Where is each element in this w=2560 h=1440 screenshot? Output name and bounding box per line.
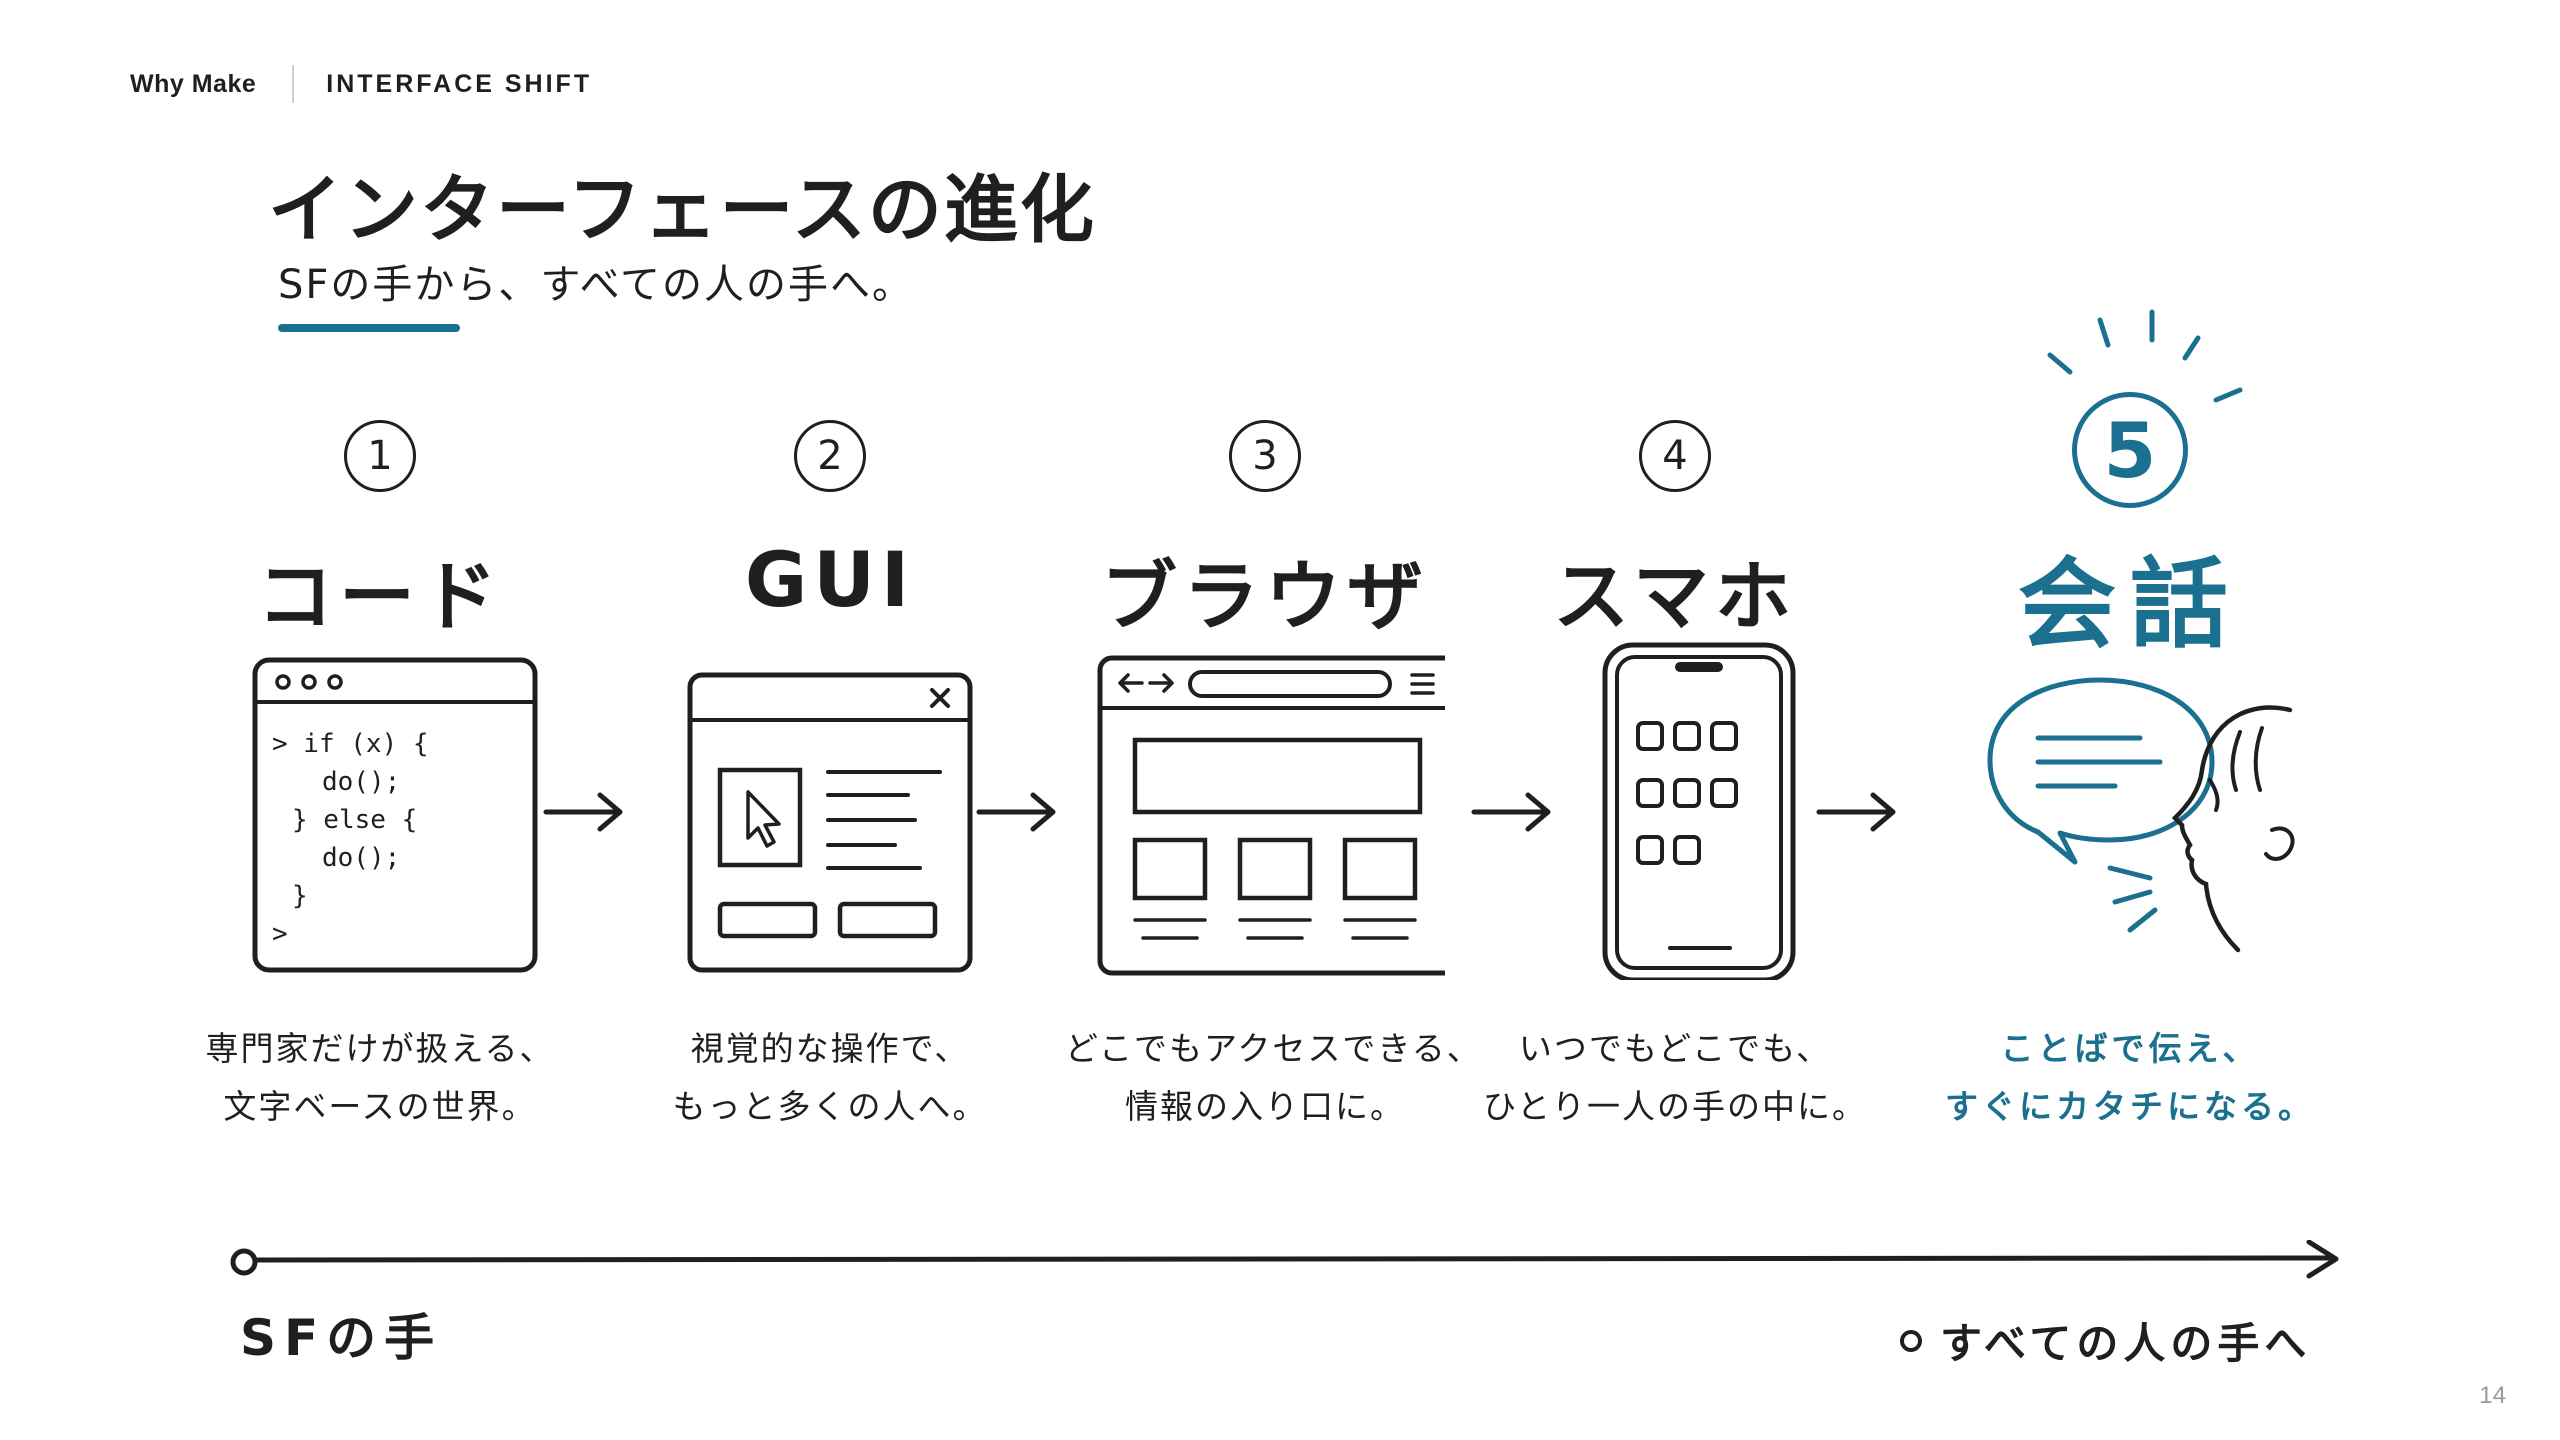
timeline-start-label: SFの手	[240, 1309, 443, 1367]
code-line: >	[272, 919, 288, 949]
desc-line: 視覚的な操作で、	[690, 1029, 970, 1068]
arrow-right-icon	[1816, 792, 1896, 832]
stage-label: GUI	[744, 535, 916, 624]
stage-number: 4	[1639, 420, 1711, 492]
stage-description: 視覚的な操作で、 もっと多くの人へ。	[630, 1020, 1030, 1136]
stage-number: 5	[2072, 392, 2188, 508]
code-line: do();	[322, 843, 400, 873]
sparkle-icon	[2047, 309, 2243, 403]
desc-line: すぐにカタチになる。	[1945, 1087, 2315, 1126]
stage-number: 3	[1229, 420, 1301, 492]
desc-line: どこでもアクセスできる、	[1065, 1029, 1482, 1068]
stage-number: 1	[344, 420, 416, 492]
stage-description: どこでもアクセスできる、 情報の入り口に。	[1065, 1020, 1482, 1136]
timeline-end-label: すべての人の手へ	[1940, 1319, 2312, 1368]
desc-line: 文字ベースの世界。	[223, 1087, 537, 1126]
stage-number: 2	[794, 420, 866, 492]
desc-line: ことばで伝え、	[2000, 1029, 2260, 1068]
header-divider	[292, 65, 295, 103]
arrow-right-icon	[976, 792, 1056, 832]
circle-marker-icon	[1900, 1329, 1922, 1352]
code-line: do();	[322, 767, 400, 797]
header: Why Make INTERFACE SHIFT	[130, 64, 592, 104]
stage-gui: 2 GUI 視覚的な操作で、 もっと多くの人へ。	[630, 0, 1030, 1170]
timeline-end: すべての人の手へ	[1900, 1310, 2311, 1371]
stage-description: 専門家だけが扱える、 文字ベースの世界。	[180, 1020, 580, 1136]
stage-label: 会話	[2017, 548, 2242, 662]
code-line: }	[292, 881, 308, 911]
stage-smartphone: 4 スマホ いつでもどこでも、 ひとり一人の手の中に。	[1475, 0, 1875, 1170]
page-title: インターフェースの進化	[268, 167, 1096, 253]
stage-description: いつでもどこでも、 ひとり一人の手の中に。	[1475, 1020, 1875, 1136]
subtitle-underline	[278, 324, 460, 332]
browser-window-icon	[1097, 655, 1445, 976]
desc-line: ひとり一人の手の中に。	[1482, 1087, 1867, 1126]
stage-conversation: 5 会話 ことばで伝え、 すぐにカタチになる。	[1930, 0, 2330, 1170]
code-line: > if (x) {	[272, 729, 429, 759]
stage-label: コード	[257, 552, 503, 641]
arrow-right-icon	[1471, 792, 1551, 832]
timeline-arrow	[230, 1240, 2339, 1279]
page-subtitle: SFの手から、すべての人の手へ。	[278, 262, 914, 308]
stage-description: ことばで伝え、 すぐにカタチになる。	[1930, 1020, 2330, 1136]
smartphone-icon	[1602, 642, 1796, 980]
stage-label: スマホ	[1553, 552, 1797, 641]
brand-label: Why Make	[130, 69, 257, 98]
desc-line: 情報の入り口に。	[1125, 1087, 1405, 1126]
terminal-icon: > if (x) { do(); } else { do(); } >	[252, 657, 538, 973]
desc-line: 専門家だけが扱える、	[205, 1029, 555, 1068]
speech-bubble-face-icon	[1987, 677, 2295, 953]
section-label: INTERFACE SHIFT	[326, 69, 593, 98]
gui-window-icon	[687, 672, 973, 973]
arrow-right-icon	[543, 792, 623, 832]
stage-code: 1 コード > if (x) { do(); } else { do(); } …	[180, 0, 580, 1170]
desc-line: いつでもどこでも、	[1518, 1029, 1832, 1068]
stage-browser: 3 ブラウザ どこでもアクセスできる、 情報の入り口に。	[1065, 0, 1482, 1170]
code-line: } else {	[292, 805, 417, 835]
page-number: 14	[2479, 1382, 2506, 1409]
stage-label: ブラウザ	[1101, 552, 1429, 641]
desc-line: もっと多くの人へ。	[672, 1087, 988, 1126]
